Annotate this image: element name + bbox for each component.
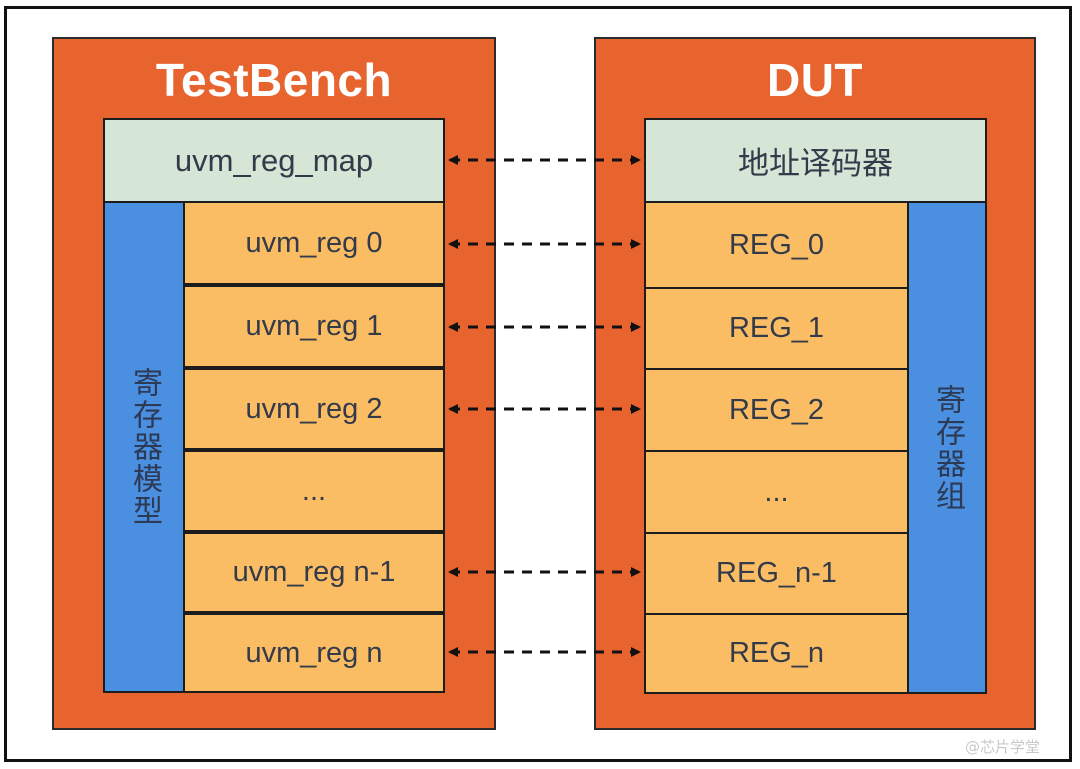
address-decoder-box: 地址译码器 [644, 118, 987, 203]
dut-title: DUT [766, 54, 864, 106]
uvm-reg-2-box: uvm_reg 2 [183, 368, 445, 450]
uvm-reg-n-1-box: uvm_reg n-1 [183, 532, 445, 613]
reg-n-box: REG_n [644, 613, 909, 694]
watermark: @芯片学堂 [964, 738, 1040, 756]
register-bank-bar: 寄存器组 [907, 201, 987, 694]
register-model-bar: 寄存器模型 [103, 201, 185, 693]
testbench-title: TestBench [155, 54, 393, 106]
uvm-reg-0-box: uvm_reg 0 [183, 201, 445, 285]
uvm-reg-1-box: uvm_reg 1 [183, 285, 445, 368]
reg-n-1-box: REG_n-1 [644, 532, 909, 615]
uvm-reg-map-box: uvm_reg_map [103, 118, 445, 203]
uvm-reg-ellipsis-box: ... [183, 450, 445, 532]
register-model-label: 寄存器模型 [127, 367, 162, 527]
register-bank-label: 寄存器组 [930, 383, 965, 512]
uvm-reg-n-box: uvm_reg n [183, 613, 445, 693]
